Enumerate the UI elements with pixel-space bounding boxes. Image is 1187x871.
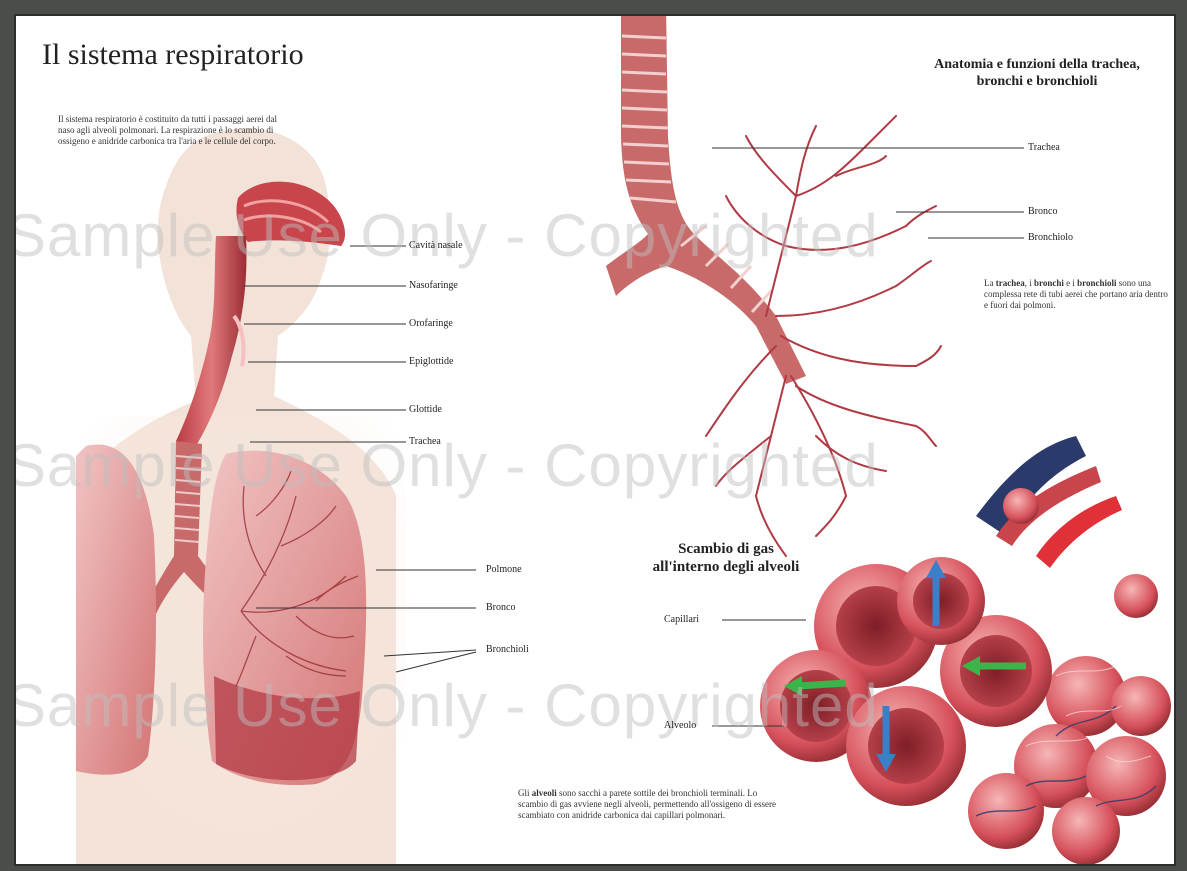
label-epiglottis: Epiglottide bbox=[409, 356, 453, 367]
gas-exchange-header: Scambio di gas all'interno degli alveoli bbox=[646, 540, 806, 576]
trachea-description: La trachea, i bronchi e i bronchioli son… bbox=[984, 278, 1174, 311]
label-alveolus: Alveolo bbox=[664, 720, 696, 731]
label-glottis: Glottide bbox=[409, 404, 442, 415]
label-lung: Polmone bbox=[486, 564, 522, 575]
page-title: Il sistema respiratorio bbox=[42, 38, 304, 72]
intro-text: Il sistema respiratorio è costituito da … bbox=[58, 114, 288, 147]
label-bronchioles-left: Bronchioli bbox=[486, 644, 529, 655]
illustration-frame: Sample Use Only - Copyrighted Sample Use… bbox=[14, 14, 1176, 866]
label-trachea-left: Trachea bbox=[409, 436, 441, 447]
label-bronchus-right: Bronco bbox=[1028, 206, 1057, 217]
label-trachea-right: Trachea bbox=[1028, 142, 1060, 153]
watermark: Sample Use Only - Copyrighted bbox=[14, 431, 879, 500]
label-oropharynx: Orofaringe bbox=[409, 318, 453, 329]
label-bronchus-left: Bronco bbox=[486, 602, 515, 613]
trachea-section-header: Anatomia e funzioni della trachea, bronc… bbox=[932, 56, 1142, 90]
label-nasopharynx: Nasofaringe bbox=[409, 280, 458, 291]
label-capillaries: Capillari bbox=[664, 614, 699, 625]
watermark: Sample Use Only - Copyrighted bbox=[14, 201, 879, 270]
watermark: Sample Use Only - Copyrighted bbox=[14, 671, 879, 740]
alveoli-description: Gli alveoli sono sacchi a parete sottile… bbox=[518, 788, 788, 821]
alveoli-cluster bbox=[760, 436, 1171, 865]
label-nasal-cavity: Cavità nasale bbox=[409, 240, 463, 251]
label-bronchiole-right: Bronchiolo bbox=[1028, 232, 1073, 243]
